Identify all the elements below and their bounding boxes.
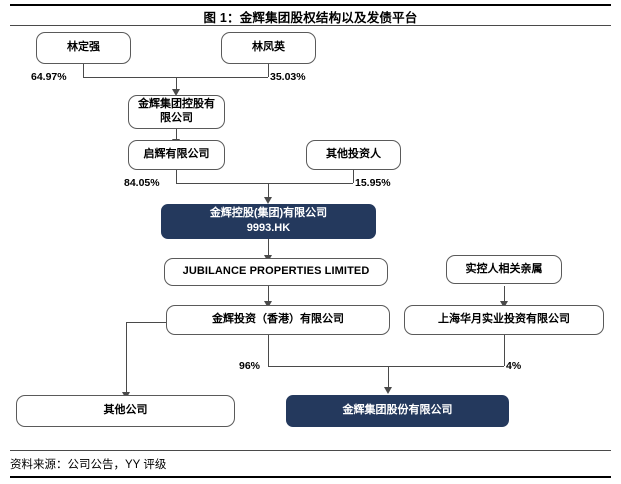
- connector-qihui-stub: [176, 170, 177, 183]
- pct-lin-dingqiang: 64.97%: [31, 71, 67, 83]
- footer-top-rule: [10, 450, 611, 451]
- node-jinhui-invest-hk[interactable]: 金辉投资（香港）有限公司: [166, 305, 390, 335]
- node-other-companies-label: 其他公司: [103, 404, 148, 417]
- node-jinhui-group-holding-label: 金辉集团控股有限公司: [138, 98, 215, 124]
- node-jubilance[interactable]: JUBILANCE PROPERTIES LIMITED: [164, 258, 388, 286]
- arrow-to-group-holding: [172, 89, 180, 96]
- pct-other-investors: 15.95%: [355, 177, 391, 189]
- node-controller-relatives-label: 实控人相关亲属: [465, 262, 543, 275]
- connector-invest-hk-elbow-h: [126, 322, 166, 323]
- bottom-rule: [10, 476, 611, 478]
- arrow-to-invest-hk: [264, 301, 272, 308]
- node-shanghai-huayue[interactable]: 上海华月实业投资有限公司: [404, 305, 604, 335]
- connector-holdings-to-jubilance: [268, 239, 269, 258]
- figure-title: 图 1：金辉集团股权结构以及发债平台: [203, 11, 418, 25]
- node-other-investors-label: 其他投资人: [326, 148, 381, 161]
- node-lin-dingqiang-label: 林定强: [67, 41, 100, 54]
- pct-invest-hk: 96%: [239, 360, 261, 372]
- pct-huayue: 4%: [506, 360, 522, 372]
- connector-level5-bus: [268, 366, 504, 367]
- node-shanghai-huayue-label: 上海华月实业投资有限公司: [438, 313, 570, 326]
- node-jinhui-invest-hk-label: 金辉投资（香港）有限公司: [212, 313, 344, 326]
- node-lin-fengying-label: 林凤英: [252, 41, 285, 54]
- node-qihui[interactable]: 启辉有限公司: [128, 140, 225, 170]
- title-underline-rule: [10, 25, 611, 26]
- node-other-investors[interactable]: 其他投资人: [306, 140, 401, 170]
- pct-lin-fengying: 35.03%: [270, 71, 306, 83]
- pct-qihui: 84.05%: [124, 177, 160, 189]
- connector-to-jinhui-holdings: [268, 183, 269, 199]
- node-lin-fengying[interactable]: 林凤英: [221, 32, 316, 64]
- figure-source: 资料来源：公司公告，YY 评级: [10, 459, 167, 471]
- node-jinhui-group-co-label: 金辉集团股份有限公司: [342, 404, 453, 417]
- arrow-to-huayue: [500, 301, 508, 308]
- node-jinhui-group-holding[interactable]: 金辉集团控股有限公司: [128, 95, 225, 129]
- connector-invest-hk-stub: [268, 335, 269, 366]
- connector-lin-dingqiang-stub: [83, 64, 84, 77]
- connector-jubilance-to-invest-hk: [268, 286, 269, 304]
- connector-invest-hk-elbow-v: [126, 322, 127, 395]
- connector-huayue-stub: [504, 335, 505, 366]
- arrow-to-jinhui-group-co: [384, 387, 392, 394]
- node-jubilance-label: JUBILANCE PROPERTIES LIMITED: [182, 265, 370, 278]
- top-rule: [10, 4, 611, 6]
- connector-to-group-holding: [176, 77, 177, 91]
- connector-group-holding-to-qihui: [176, 129, 177, 141]
- node-jinhui-holdings-hk-label: 金辉控股(集团)有限公司: [209, 207, 328, 220]
- node-jinhui-holdings-hk-ticker: 9993.HK: [246, 222, 291, 234]
- node-other-companies[interactable]: 其他公司: [16, 395, 235, 427]
- node-lin-dingqiang[interactable]: 林定强: [36, 32, 131, 64]
- arrow-to-jinhui-holdings: [264, 197, 272, 204]
- connector-to-jinhui-group-co: [388, 366, 389, 389]
- node-jinhui-holdings-hk[interactable]: 金辉控股(集团)有限公司 9993.HK: [161, 204, 376, 239]
- node-jinhui-group-co[interactable]: 金辉集团股份有限公司: [286, 395, 509, 427]
- connector-other-investors-stub: [353, 170, 354, 183]
- node-controller-relatives[interactable]: 实控人相关亲属: [446, 255, 562, 284]
- connector-level2-bus: [176, 183, 353, 184]
- connector-level0-bus: [83, 77, 268, 78]
- node-qihui-label: 启辉有限公司: [143, 148, 210, 161]
- connector-lin-fengying-stub: [268, 64, 269, 77]
- connector-relatives-to-huayue: [504, 286, 505, 304]
